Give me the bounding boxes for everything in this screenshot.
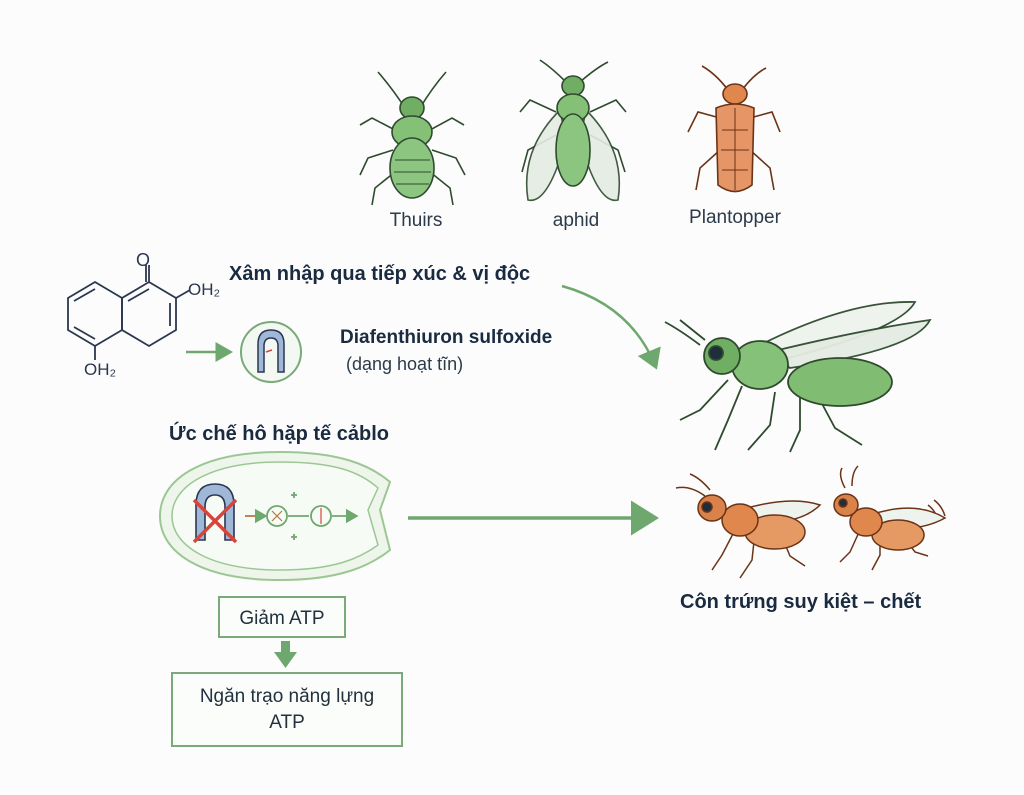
metabolite-note: (dạng hoạt tĩn) [346, 354, 464, 374]
metabolite-name: Diafenthiuron sulfoxide [340, 327, 553, 348]
thrips-icon [359, 71, 466, 206]
inhibited-protein [195, 483, 235, 541]
pest-label-planthopper: Plantopper [689, 207, 781, 228]
planthopper-icon [687, 65, 781, 193]
pest-label-thrips: Thuirs [389, 210, 443, 231]
dying-insect-icon [675, 473, 822, 579]
molecule-atom-oh-right: OH₂ [188, 280, 221, 299]
down-arrow [274, 641, 297, 668]
molecule-atom-oh-bottom: OH₂ [84, 360, 117, 379]
electron-transport-chain [245, 492, 359, 540]
inhibition-cross-icon [192, 498, 238, 544]
inhibition-title: Ức chế hô hặp tế cảblo [169, 423, 389, 445]
metabolite-icon [240, 321, 302, 383]
cell-membrane [158, 450, 392, 582]
winged-insect-icon [664, 301, 932, 453]
outcome-label: Côn trứng suy kiệt – chết [680, 591, 922, 613]
energy-block-line2: ATP [269, 711, 305, 733]
entry-arrow [561, 284, 661, 370]
energy-block-line1: Ngăn trạo năng lựng [199, 686, 375, 707]
entry-route-label: Xâm nhập qua tiếp xúc & vị độc [229, 263, 531, 285]
aphid-icon [519, 59, 627, 202]
pest-label-aphid: aphid [552, 210, 600, 231]
molecule-structure [67, 265, 191, 360]
molecule-atom-o: O [136, 250, 151, 270]
energy-block-box: Ngăn trạo năng lựng ATP [171, 672, 403, 747]
dying-insect-icon [833, 465, 947, 571]
atp-drop-box: Giảm ATP [218, 596, 346, 638]
atp-drop-label: Giảm ATP [239, 608, 325, 629]
